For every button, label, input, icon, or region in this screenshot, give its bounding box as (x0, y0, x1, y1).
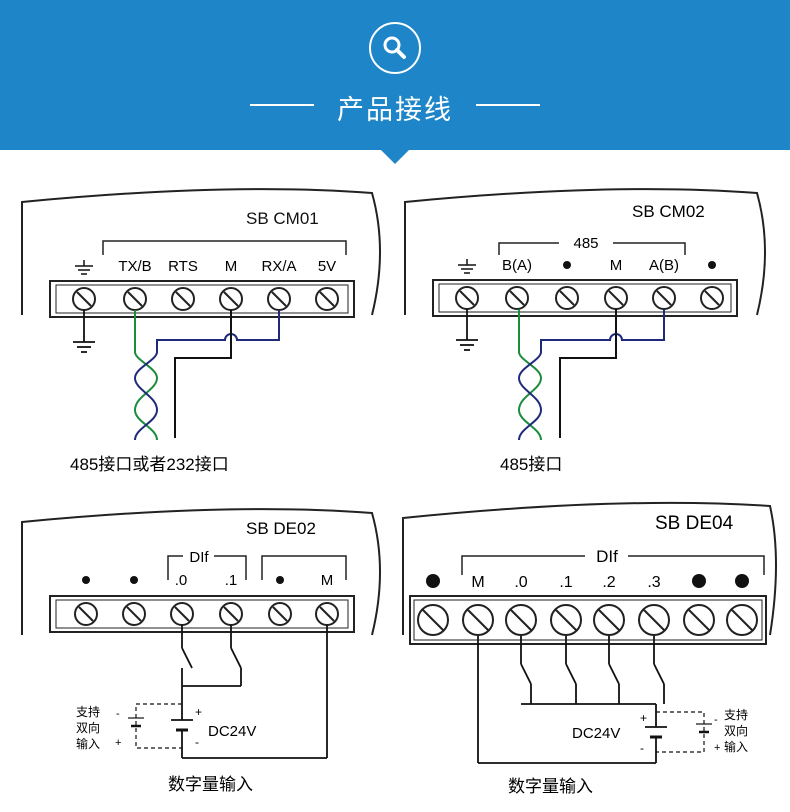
unused-terminal-dot (426, 574, 440, 588)
terminal-screw (417, 604, 758, 636)
supply-label: DC24V (208, 723, 256, 740)
header-rule-right (476, 104, 540, 106)
terminal-screw (74, 602, 339, 626)
terminal-label: .3 (647, 574, 660, 591)
battery-icon (477, 636, 667, 764)
wire-black (174, 310, 232, 438)
supply-label: DC24V (572, 725, 620, 742)
wire-green (517, 309, 543, 441)
panel-de04-model: SB DE04 (655, 513, 734, 534)
svg-text:+: + (195, 705, 202, 719)
wire-blue (517, 351, 543, 441)
bidirectional-dashed-loop (135, 703, 182, 749)
terminal-label: .1 (225, 572, 238, 589)
panel-de02-model: SB DE02 (246, 519, 316, 538)
panel-de04: SB DE04 DIf M .0 .1 .2 .3 (402, 501, 777, 796)
terminal-label: A(B) (649, 257, 679, 274)
side-note: 支持 (76, 704, 100, 719)
terminal-label: B(A) (502, 257, 532, 274)
side-note: 双向 (724, 723, 748, 738)
side-note: 双向 (76, 720, 100, 735)
terminal-label: M (610, 257, 623, 274)
panel-cm01-model: SB CM01 (246, 209, 319, 228)
terminal-screw (455, 286, 724, 310)
unused-terminal-dot (276, 576, 284, 584)
panel-cm02: SB CM02 485 B(A) M A(B) 485接口 (404, 188, 766, 474)
svg-text:+: + (640, 711, 647, 725)
header-rule-left (250, 104, 314, 106)
terminal-label: .2 (602, 574, 615, 591)
group-label: 485 (573, 235, 598, 252)
caption: 数字量输入 (168, 775, 253, 794)
unused-terminal-dot (82, 576, 90, 584)
terminal-label: .0 (175, 572, 188, 589)
panel-de02: SB DE02 DIf .0 .1 M (21, 508, 381, 794)
terminal-label: .1 (559, 574, 572, 591)
unused-terminal-dot (708, 261, 716, 269)
panel-cm01: SB CM01 TX/B RTS M RX/A 5V (21, 188, 381, 474)
wire-green (133, 310, 159, 441)
group-label: DIf (596, 547, 618, 566)
bidirectional-dashed-loop (656, 711, 705, 753)
switch-contact (181, 625, 242, 720)
wire-blue (133, 351, 159, 441)
terminal-label: RTS (168, 258, 198, 275)
group-label: DIf (189, 549, 209, 566)
ground-icon (73, 310, 95, 353)
terminal-label: 5V (318, 258, 336, 275)
unused-terminal-dot (563, 261, 571, 269)
ground-icon (458, 259, 476, 274)
page-title: 产品接线 (337, 95, 453, 126)
panel-cm02-model: SB CM02 (632, 202, 705, 221)
ground-icon (456, 309, 478, 351)
svg-text:-: - (714, 714, 718, 726)
switch-contact (520, 636, 665, 727)
terminal-label: TX/B (118, 258, 151, 275)
banner-notch (380, 149, 410, 164)
svg-text:+: + (714, 742, 720, 754)
side-note: 支持 (724, 707, 748, 722)
battery-icon (171, 625, 328, 759)
unused-terminal-dot (130, 576, 138, 584)
svg-text:-: - (195, 735, 199, 749)
wire-black (559, 309, 617, 438)
unused-terminal-dot (692, 574, 706, 588)
svg-text:-: - (640, 741, 644, 755)
ground-icon (75, 260, 93, 275)
svg-text:+: + (115, 737, 121, 749)
unused-terminal-dot (735, 574, 749, 588)
terminal-label: M (471, 574, 484, 591)
terminal-label: .0 (514, 574, 527, 591)
caption: 485接口 (500, 455, 562, 474)
side-note: 输入 (76, 736, 100, 751)
terminal-label: M (225, 258, 238, 275)
caption: 485接口或者232接口 (70, 455, 229, 474)
side-note: 输入 (724, 739, 748, 754)
terminal-label: RX/A (261, 258, 296, 275)
search-icon (369, 22, 421, 74)
svg-text:-: - (116, 708, 120, 720)
terminal-label: M (321, 572, 334, 589)
caption: 数字量输入 (508, 777, 593, 796)
